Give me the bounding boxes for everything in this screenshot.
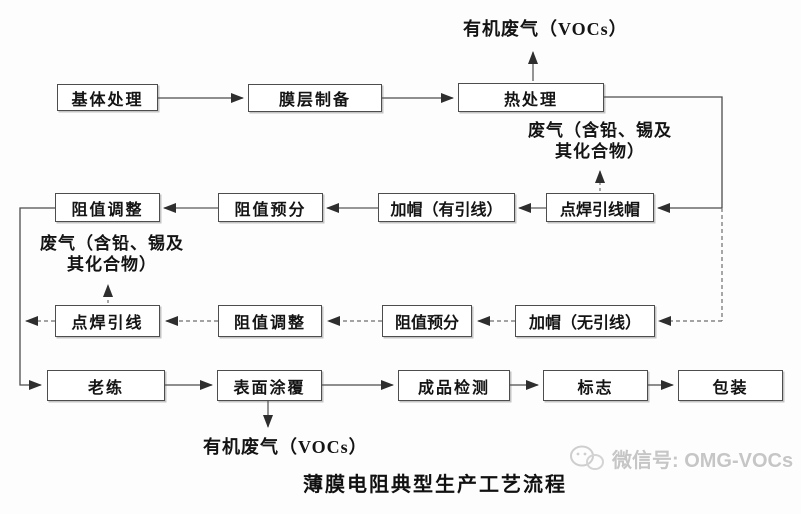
node-aging: 老练 bbox=[47, 370, 165, 401]
node-base-treatment: 基体处理 bbox=[57, 84, 158, 111]
emission-label-waste-gas-right: 废气（含铅、锡及 其化合物） bbox=[515, 120, 685, 162]
connector-heat-right-routing bbox=[604, 96, 723, 208]
node-packaging: 包装 bbox=[678, 370, 783, 401]
emission-label-voc-bottom: 有机废气（VOCs） bbox=[203, 437, 368, 457]
node-cap-without-lead: 加帽（无引线） bbox=[515, 305, 655, 337]
watermark: 微信号: OMG-VOCs bbox=[568, 443, 793, 473]
node-film-prep: 膜层制备 bbox=[248, 84, 382, 112]
node-surface-coating: 表面涂覆 bbox=[217, 370, 322, 401]
node-resistance-presort-row3: 阻值预分 bbox=[382, 305, 472, 337]
emission-label-waste-gas-right-line1: 废气（含铅、锡及 bbox=[528, 121, 672, 140]
emission-label-voc-top: 有机废气（VOCs） bbox=[463, 19, 628, 39]
wechat-icon bbox=[568, 443, 606, 473]
diagram-title: 薄膜电阻典型生产工艺流程 bbox=[303, 474, 567, 496]
emission-label-waste-gas-left: 废气（含铅、锡及 其化合物） bbox=[32, 233, 192, 275]
emission-label-waste-gas-left-line2: 其化合物） bbox=[67, 255, 157, 274]
node-cap-with-lead: 加帽（有引线） bbox=[378, 193, 515, 222]
emission-label-waste-gas-left-line1: 废气（含铅、锡及 bbox=[40, 234, 184, 253]
node-resistance-presort-row2: 阻值预分 bbox=[218, 193, 323, 222]
connector-adjust2-to-aging-routing bbox=[19, 207, 55, 390]
watermark-label: 微信号: OMG-VOCs bbox=[612, 449, 794, 472]
node-heat-treatment: 热处理 bbox=[458, 83, 604, 112]
node-resistance-adjust-row3: 阻值调整 bbox=[218, 305, 322, 337]
node-resistance-adjust-row2: 阻值调整 bbox=[55, 193, 160, 222]
node-spot-weld-lead-cap: 点焊引线帽 bbox=[546, 193, 654, 222]
emission-label-waste-gas-right-line2: 其化合物） bbox=[555, 142, 645, 161]
node-final-inspection: 成品检测 bbox=[398, 370, 510, 401]
node-marking: 标志 bbox=[543, 370, 648, 401]
node-spot-weld-lead: 点焊引线 bbox=[55, 305, 160, 337]
